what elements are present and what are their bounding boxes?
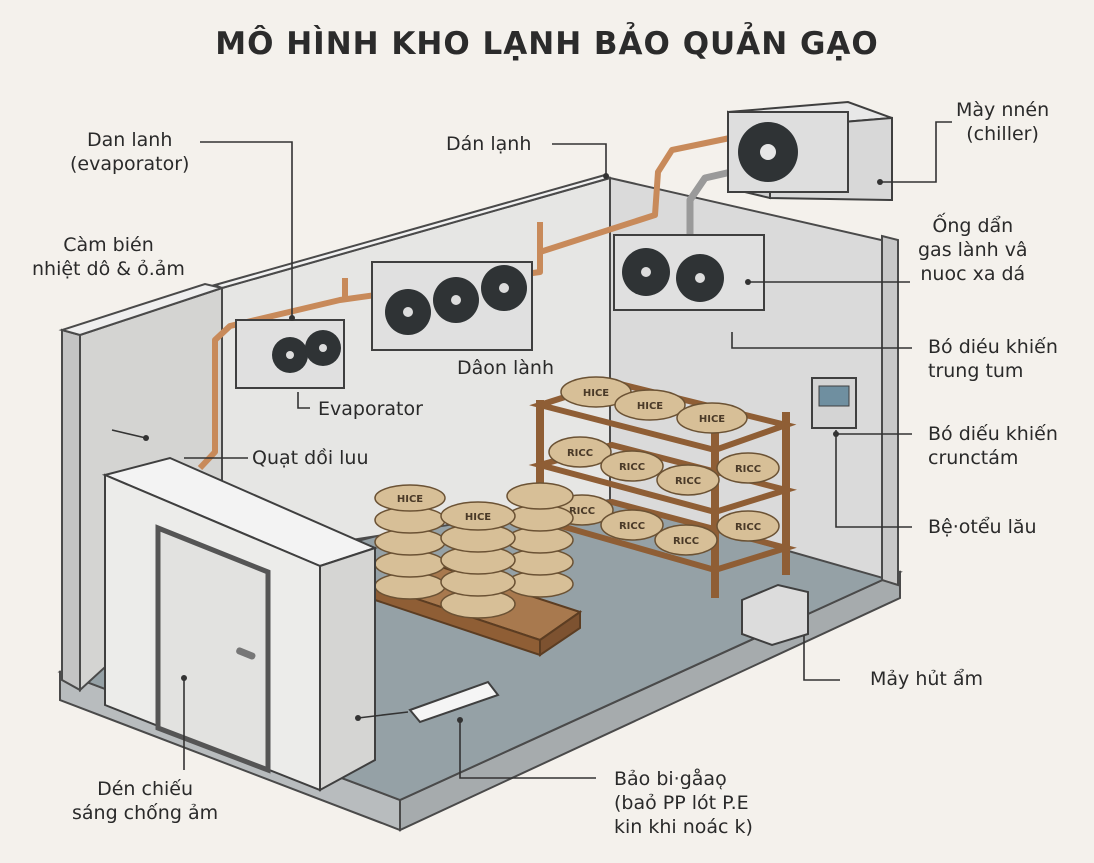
rack-bag-middle: RICC [548, 436, 612, 468]
bag-label: RICC [675, 476, 701, 487]
bag-label: RICC [735, 464, 761, 475]
label-quat-doi-luu: Quạt dồi luu [252, 447, 369, 469]
right-wall-edge [881, 234, 899, 587]
rack-bag-bottom: RICC [600, 509, 664, 541]
label-daon-lanh: Dâon lành [457, 357, 554, 379]
stack-bag: HICE [374, 484, 446, 512]
rack-bag-top: HICE [676, 402, 748, 434]
rack-bag-middle: RICC [600, 450, 664, 482]
refrigerant-pipe [197, 135, 731, 471]
bag-label: RICC [619, 462, 645, 473]
rack-bag-top: HICE [560, 376, 632, 408]
bag-label: HICE [397, 494, 423, 505]
left-wall-edge [61, 328, 81, 692]
label-may-hut-am: Mảy hủt ẩm [870, 668, 984, 690]
bag-label: RICC [569, 506, 595, 517]
stack-bag [506, 482, 574, 510]
door [155, 524, 271, 774]
door-handle [236, 647, 256, 660]
bag-label: HICE [465, 512, 491, 523]
label-dan-lanh-evaporator: Dan lanh(evaporator) [70, 129, 190, 175]
rack-bag-bottom: RICC [716, 510, 780, 542]
page-title: MÔ HÌNH KHO LẠNH BẢO QUẢN GẠO [215, 26, 879, 62]
label-may-nen: Mày nnén(chiller) [956, 99, 1050, 145]
dehumidifier [741, 583, 809, 647]
label-be-oteu-lau: Bệ·otểu lău [928, 516, 1037, 538]
control-panel-screen [818, 385, 850, 407]
rack-bag-middle: RICC [716, 452, 780, 484]
bag-label: RICC [673, 536, 699, 547]
gas-duct [686, 166, 741, 240]
bag-label: RICC [619, 521, 645, 532]
rack-bag-middle: RICC [656, 464, 720, 496]
bag-label: RICC [735, 522, 761, 533]
label-evaporator: Evaporator [318, 398, 423, 420]
door-block-side [319, 546, 376, 792]
bag-label: HICE [637, 401, 663, 412]
label-dan-lanh: Dán lạnh [446, 133, 532, 155]
rack-bag-top: HICE [614, 389, 686, 421]
stacked-rice-bags: HICE HICE [374, 482, 574, 619]
rack-bag-bottom: RICC [654, 524, 718, 556]
rack-rice-bags: HICE HICE HICE RICC RICC RICC RICC RICC RICC RICC… [548, 376, 780, 556]
bag-label: HICE [583, 388, 609, 399]
anti-damp-light [408, 680, 500, 724]
stack-bag: HICE [440, 501, 516, 531]
bag-label: RICC [567, 448, 593, 459]
bag-label: HICE [699, 414, 725, 425]
